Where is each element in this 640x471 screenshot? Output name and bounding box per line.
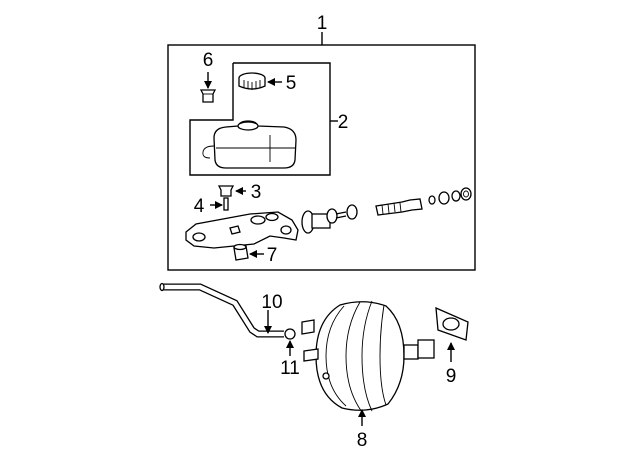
master-cylinder-box: [167, 32, 476, 271]
reservoir-tank: [202, 120, 297, 169]
master-cylinder-body: [185, 211, 299, 249]
grommet-small: [217, 185, 235, 197]
callout-7: 7: [267, 245, 278, 266]
callout-11: 11: [280, 358, 300, 379]
callout-10: 10: [261, 292, 282, 313]
callout-9: 9: [446, 366, 457, 387]
pin: [223, 197, 229, 211]
grommet: [199, 89, 217, 103]
callout-1: 1: [317, 13, 328, 34]
secondary-piston: [375, 198, 423, 216]
callout-2: 2: [338, 112, 349, 133]
callout-4: 4: [194, 196, 205, 217]
callout-6: 6: [203, 50, 214, 71]
vacuum-hose: [159, 282, 284, 338]
check-valve: [284, 328, 296, 340]
reservoir-cap: [238, 72, 266, 90]
bushing: [233, 243, 249, 261]
gasket: [435, 306, 469, 341]
brake-booster: [301, 300, 435, 413]
callout-8: 8: [357, 430, 368, 451]
leader-lines: [204, 72, 455, 426]
piston-assembly: [301, 204, 358, 234]
reservoir-box: [189, 62, 338, 176]
callout-3: 3: [251, 182, 262, 203]
seal-rings: [428, 187, 472, 205]
callout-5: 5: [286, 73, 297, 94]
